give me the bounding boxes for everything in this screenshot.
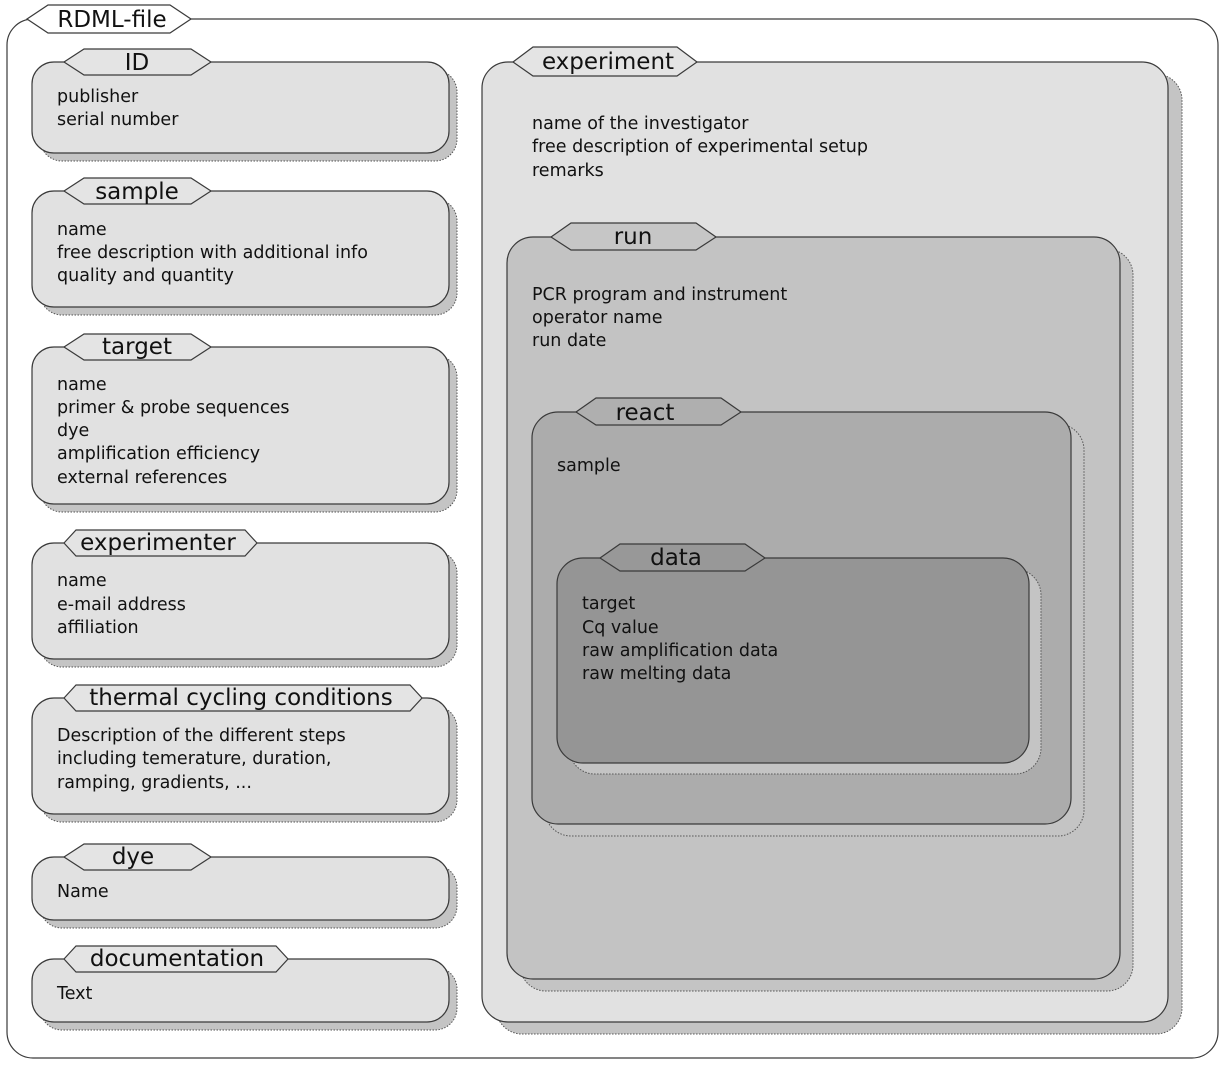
panel-dye-line: Name (57, 882, 109, 902)
panel-thermal-cycling-tab (63, 684, 423, 712)
panel-dye-title: dye (112, 844, 154, 870)
panel-experimenter-tab (63, 529, 258, 557)
experiment-tab (511, 46, 699, 77)
panel-sample-tab (62, 177, 213, 205)
panel-experimenter-line: name (57, 571, 107, 591)
panel-documentation-line: Text (56, 984, 93, 1004)
panel-dye: dye Name (31, 843, 458, 929)
react-title: react (616, 400, 675, 426)
data-line: target (582, 594, 635, 614)
panel-documentation-title: documentation (90, 946, 264, 972)
panel-experimenter-line: e-mail address (57, 595, 186, 615)
panel-experimenter-line: affiliation (57, 618, 139, 638)
panel-sample-title: sample (95, 179, 179, 205)
panel-thermal-cycling-title: thermal cycling conditions (89, 685, 393, 711)
panel-id: ID publisher serial number (31, 48, 458, 162)
panel-thermal-cycling: thermal cycling conditions Description o… (31, 684, 458, 823)
experiment-line: remarks (532, 161, 604, 181)
panel-id-line: publisher (57, 87, 139, 107)
run-tab (549, 222, 718, 251)
panel-target-line: external references (57, 468, 227, 488)
panel-id-line: serial number (57, 110, 179, 130)
panel-target-line: dye (57, 421, 89, 441)
run-line: operator name (532, 308, 662, 328)
run-title: run (614, 224, 653, 250)
panel-sample-box (31, 190, 450, 308)
experiment-container: experiment name of the investigator free… (481, 46, 1183, 1035)
run-line: PCR program and instrument (532, 285, 787, 305)
panel-sample-line: name (57, 220, 107, 240)
panel-sample-line: quality and quantity (57, 266, 234, 286)
panel-target-line: amplification efficiency (57, 444, 260, 464)
run-container: run PCR program and instrument operator … (506, 222, 1134, 992)
data-line: raw melting data (582, 664, 731, 684)
panel-target-line: primer & probe sequences (57, 398, 289, 418)
panel-experimenter: experimenter name e-mail address affilia… (31, 529, 458, 668)
panel-experimenter-title: experimenter (80, 530, 236, 556)
panel-sample: sample name free description with additi… (31, 177, 458, 316)
panel-documentation-tab (63, 945, 289, 973)
rdml-file-title: RDML-file (57, 7, 166, 33)
panel-target-line: name (57, 375, 107, 395)
run-line: run date (532, 331, 606, 351)
react-line: sample (557, 456, 621, 476)
data-line: raw amplification data (582, 641, 778, 661)
data-container: data target Cq value raw amplification d… (556, 543, 1042, 775)
panel-thermal-cycling-line: including temerature, duration, (57, 749, 331, 769)
data-line: Cq value (582, 618, 659, 638)
panel-documentation: documentation Text (31, 945, 458, 1031)
panel-id-title: ID (125, 50, 150, 76)
experiment-line: free description of experimental setup (532, 137, 868, 157)
panel-thermal-cycling-line: ramping, gradients, ... (57, 773, 252, 793)
panel-target-title: target (102, 334, 172, 360)
data-tab (598, 543, 767, 572)
panel-thermal-cycling-line: Description of the different steps (57, 726, 346, 746)
panel-target-tab (62, 333, 213, 361)
experiment-title: experiment (542, 49, 674, 75)
data-title: data (650, 545, 702, 571)
rdml-file-tab (25, 4, 193, 34)
panel-dye-box (31, 856, 450, 921)
react-container: react sample data target Cq value raw am… (531, 397, 1085, 837)
data-box (556, 557, 1030, 764)
panel-target: target name primer & probe sequences dye… (31, 333, 458, 513)
panel-id-tab (62, 48, 213, 76)
panel-dye-tab (62, 843, 213, 871)
panel-sample-line: free description with additional info (57, 243, 368, 263)
panel-target-box (31, 346, 450, 505)
react-tab (574, 397, 743, 426)
experiment-line: name of the investigator (532, 114, 749, 134)
panel-id-box (31, 61, 450, 154)
